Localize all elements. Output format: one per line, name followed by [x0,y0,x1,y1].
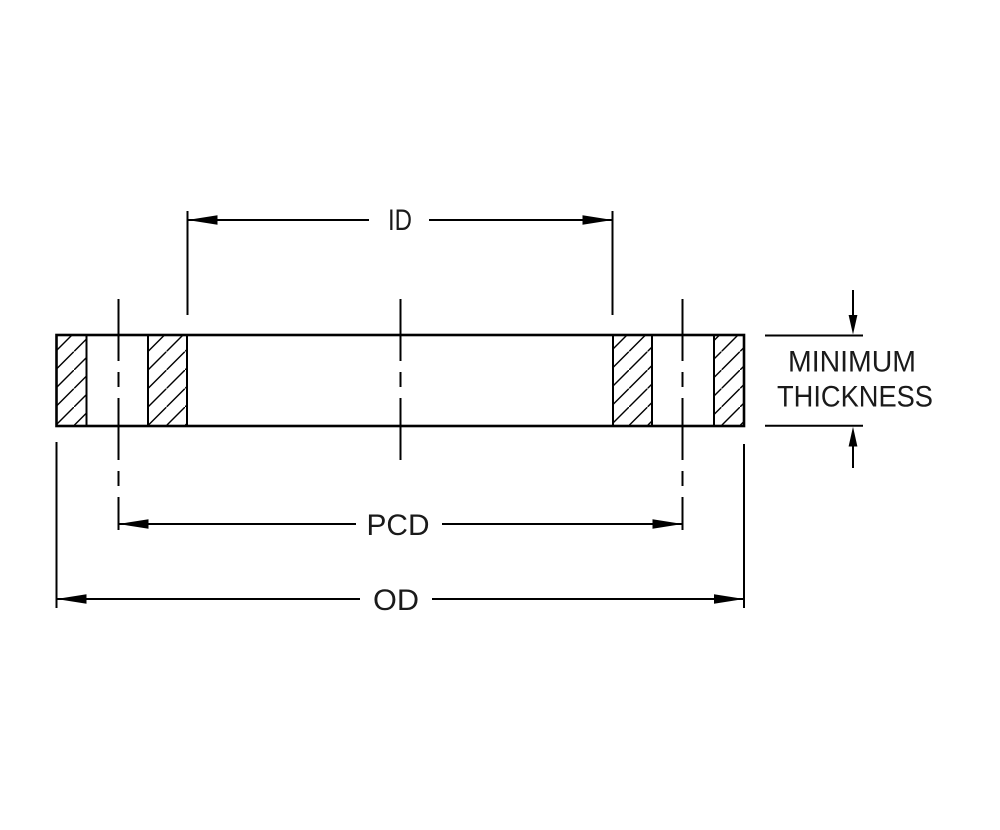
arrow-right-icon [652,519,683,529]
arrow-up-icon [848,426,858,447]
pcd-dimension: PCD [118,509,683,542]
od-dimension: OD [55,442,745,617]
hatch-left-outer [55,334,88,427]
arrow-down-icon [848,315,858,335]
id-label: ID [388,204,412,237]
arrow-left-icon [56,594,87,604]
min-thickness-dimension: MINIMUM THICKNESS [765,290,933,468]
od-label: OD [373,584,419,617]
centerlines [117,299,684,530]
arrow-right-icon [582,215,613,225]
hatch-left-inner [147,334,188,427]
arrow-right-icon [714,594,744,604]
arrow-left-icon [118,519,149,529]
hatch-right-inner [612,334,653,427]
pcd-label: PCD [367,509,430,542]
min-thickness-label-line1: MINIMUM [788,346,916,379]
id-dimension: ID [186,204,614,315]
hatch-right-outer [713,334,745,427]
min-thickness-label-line2: THICKNESS [777,381,933,414]
arrow-left-icon [187,215,218,225]
